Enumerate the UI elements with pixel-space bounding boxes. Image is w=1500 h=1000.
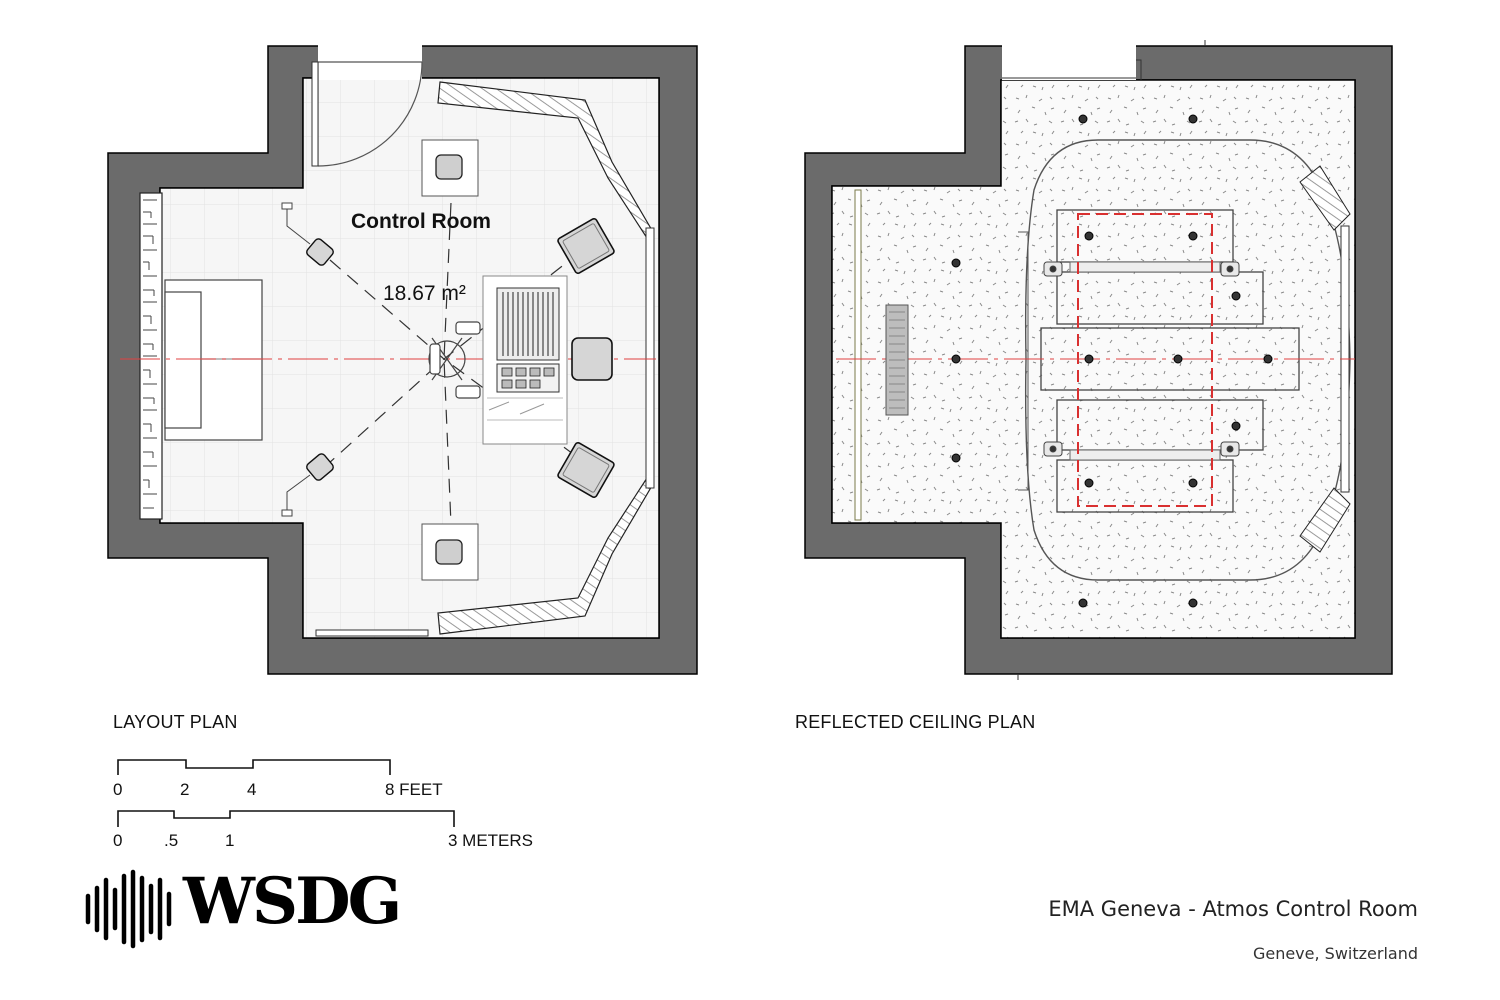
layout-bottom-panel [315, 629, 429, 637]
ceiling-plan-title: REFLECTED CEILING PLAN [795, 712, 1036, 732]
scale-meters-label-2: 1 [225, 831, 235, 850]
ceiling-rear-strip [854, 189, 862, 521]
scale-meters-label-3: 3 METERS [448, 831, 534, 850]
ceiling-downlights [951, 114, 1273, 608]
speaker-center-top [421, 139, 479, 197]
speaker-front-left [557, 217, 615, 275]
ceiling-linear-light-fins [889, 311, 905, 409]
scale-meters-label-0: 0 [113, 831, 123, 850]
scale-bar-meters [117, 810, 455, 827]
scale-bar-feet [117, 759, 391, 775]
layout-plan-title: LAYOUT PLAN [113, 712, 238, 732]
rigging-points [1043, 261, 1240, 457]
scale-meters-label-1: .5 [164, 831, 179, 850]
ceiling-door-opening [1002, 44, 1136, 80]
scale-feet-label-2: 4 [247, 780, 257, 799]
project-title: EMA Geneva - Atmos Control Room [1048, 897, 1418, 921]
layout-floor [159, 77, 660, 639]
ceiling-tick-marks [1017, 40, 1206, 680]
brand-wordmark: WSDG [183, 864, 402, 939]
ceiling-bars [1040, 209, 1300, 513]
ceiling-corner-top [1299, 165, 1351, 231]
scale-feet-label-3: 8 FEET [385, 780, 443, 799]
ceiling-bar-joins [1069, 261, 1221, 461]
room-name-label: Control Room [351, 210, 491, 233]
speaker-center-bottom [421, 523, 479, 581]
engineer-chair [428, 321, 481, 399]
project-location: Geneve, Switzerland [1252, 944, 1418, 963]
scale-feet-label-0: 0 [113, 780, 123, 799]
ceiling-cloud-edge [1018, 231, 1029, 491]
layout-plan [107, 44, 698, 675]
ceiling-speaker-zone [1077, 213, 1213, 507]
room-area-label: 18.67 m² [383, 282, 466, 305]
sofa [164, 279, 263, 441]
speaker-front-right [557, 441, 615, 499]
ceiling-corner-bottom [1299, 487, 1351, 553]
wsdg-logo-mark [85, 869, 172, 949]
speaker-center-front [571, 337, 613, 381]
speaker-rear-left [281, 202, 334, 266]
rear-diffuser-cells [143, 199, 157, 509]
scale-feet-label-1: 2 [180, 780, 190, 799]
ceiling-plan [804, 40, 1393, 680]
speaker-rear-right [281, 453, 334, 517]
front-wall-strip [645, 227, 655, 489]
mixing-console [482, 275, 568, 445]
ceiling-door-line [1002, 59, 1142, 80]
layout-door-leaf [311, 61, 319, 167]
